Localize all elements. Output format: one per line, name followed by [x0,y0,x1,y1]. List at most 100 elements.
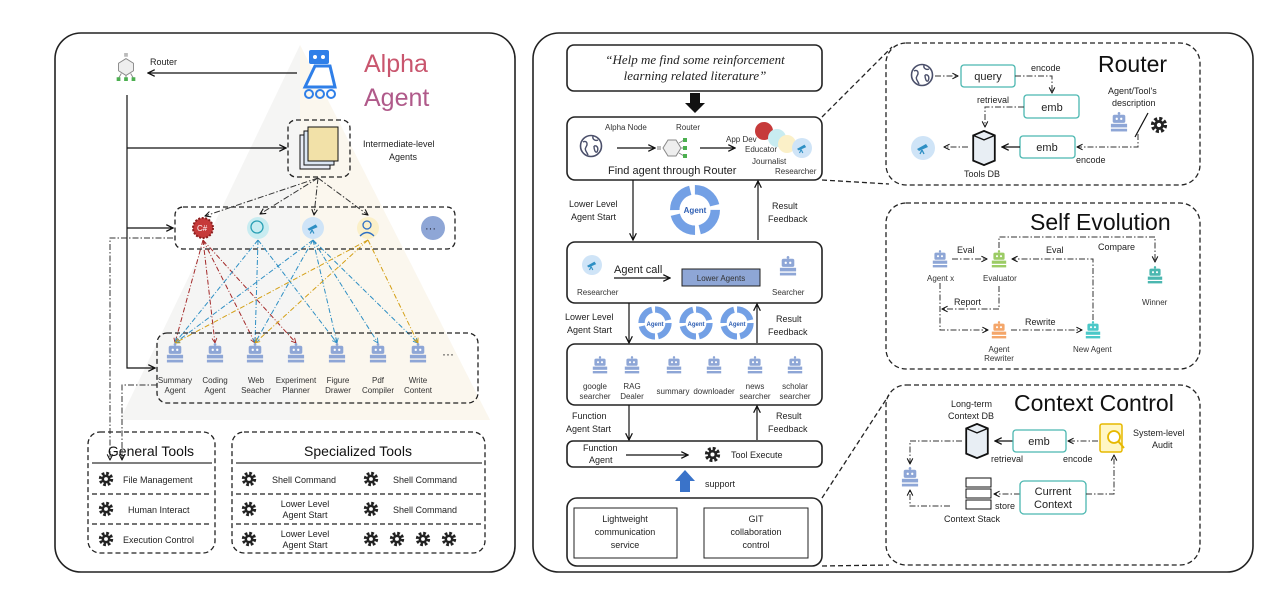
base-label: communication [595,527,656,537]
lower-agent-label: Dealer [620,392,644,401]
researcher-label: Researcher [577,288,619,297]
rewriter-label: Agent [989,345,1011,354]
current-context-box-line2: Context [1034,499,1072,511]
tool-lower-level-start-line2: Agent Start [282,540,328,550]
lower-agents-label: Lower Agents [697,274,745,283]
lower-agent-label: searcher [579,392,610,401]
down-arrow-icon [685,93,705,113]
lower-agent-label: summary [657,387,690,396]
tool-shell-command: Shell Command [393,475,457,485]
router-label: Router [676,123,700,132]
agent-cycle-label: Agent [729,322,746,328]
csharp-gear-icon: C# [192,217,214,239]
agent-label: Planner [282,386,310,395]
result-feedback-label: Result [772,201,798,211]
journalist-label: Journalist [752,157,787,166]
intermediate-label-line2: Agents [389,152,418,162]
more-icon [421,216,445,240]
context-control-panel: Context Control Long-term Context DB emb… [885,384,1201,566]
alpha-robot-icon [302,50,337,99]
agent-label: Seacher [241,386,271,395]
tool-lower-level-start: Lower Level [281,499,330,509]
query-box: query [974,71,1002,83]
agent-label: Experiment [276,376,317,385]
general-tools-panel: General Tools File Management Human Inte… [87,431,216,554]
base-label: collaboration [730,527,781,537]
retrieval-label: retrieval [977,95,1009,105]
tools-db-icon [972,130,996,166]
agent-label: Write [409,376,428,385]
winner-label: Winner [1142,298,1168,307]
lower-agent-label: scholar [782,382,808,391]
audit-label: System-level [1133,428,1185,438]
educator-label: Educator [745,145,777,154]
intermediate-stack-icon [299,126,339,170]
researcher-icon [582,255,602,275]
tool-execute-label: Tool Execute [731,450,783,460]
agent-label: Content [404,386,433,395]
researcher-label: Researcher [775,167,817,176]
alpha-agent-panel: Router Alpha Agent Intermediate-level Ag… [54,32,516,573]
lower-level-start-label-line2: Agent Start [571,212,617,222]
telescope-icon [792,138,812,158]
general-tools-title: General Tools [108,443,194,459]
agent-label: Coding [202,376,227,385]
tool-shell-command: Shell Command [393,505,457,515]
router-label: Router [150,57,177,67]
rewrite-label: Rewrite [1025,317,1056,327]
alpha-node-label: Alpha Node [605,123,647,132]
function-agent-label: Function [583,443,618,453]
base-label: service [611,540,640,550]
result-feedback-label: Result [776,411,802,421]
agent-cycle-label: Agent [647,322,664,328]
agent-label: Pdf [372,376,385,385]
self-evolution-panel: Self Evolution Agent x Evaluator Eval Ev… [885,202,1201,370]
telescope-icon [302,217,324,239]
context-db-label: Long-term [951,399,992,409]
emb-box: emb [1036,142,1057,154]
tool-lower-level-start: Lower Level [281,529,330,539]
eval-label: Eval [957,245,975,255]
agent-label: Summary [158,376,192,385]
more-dots: ··· [425,223,436,235]
agent-cycle-label: Agent [688,322,705,328]
lower-level-start-label: Lower Level [565,312,614,322]
agents-more: ··· [442,347,454,361]
retrieval-label: retrieval [991,454,1023,464]
result-feedback-label-line2: Feedback [768,327,808,337]
agent-label: Web [248,376,265,385]
description-label-line2: description [1112,98,1156,108]
result-feedback-label-line2: Feedback [768,424,808,434]
description-label: Agent/Tool's [1108,86,1157,96]
store-label: store [995,501,1015,511]
result-feedback-label-line2: Feedback [768,214,808,224]
router-title: Router [1098,51,1167,77]
tools-db-label: Tools DB [964,169,1000,179]
agent-label: Compiler [362,386,394,395]
context-stack-icon [965,477,992,510]
audit-label-line2: Audit [1152,440,1173,450]
context-control-title: Context Control [1014,390,1174,416]
intermediate-label-line1: Intermediate-level [363,139,435,149]
agent-label: Figure [327,376,350,385]
lightweight-communication-box [573,507,678,559]
lower-agent-label: google [583,382,608,391]
emb-box: emb [1028,436,1049,448]
specialized-tools-title: Specialized Tools [304,443,412,459]
lower-agent-label: searcher [739,392,770,401]
agent-routing-edges [175,239,418,343]
current-context-box: Current [1035,486,1072,498]
emb-box: emb [1041,102,1062,114]
evaluator-label: Evaluator [983,274,1017,283]
new-agent-label: New Agent [1073,345,1112,354]
function-agent-start-label-line2: Agent Start [566,424,612,434]
base-label: control [742,540,769,550]
base-label: Lightweight [602,514,648,524]
globe-icon [579,134,603,158]
tool-lower-level-start-line2: Agent Start [282,510,328,520]
report-label: Report [954,297,982,307]
encode-label: encode [1063,454,1093,464]
lower-level-start-label: Lower Level [569,199,618,209]
svg-text:C#: C# [197,224,208,233]
encode-label: encode [1031,63,1061,73]
